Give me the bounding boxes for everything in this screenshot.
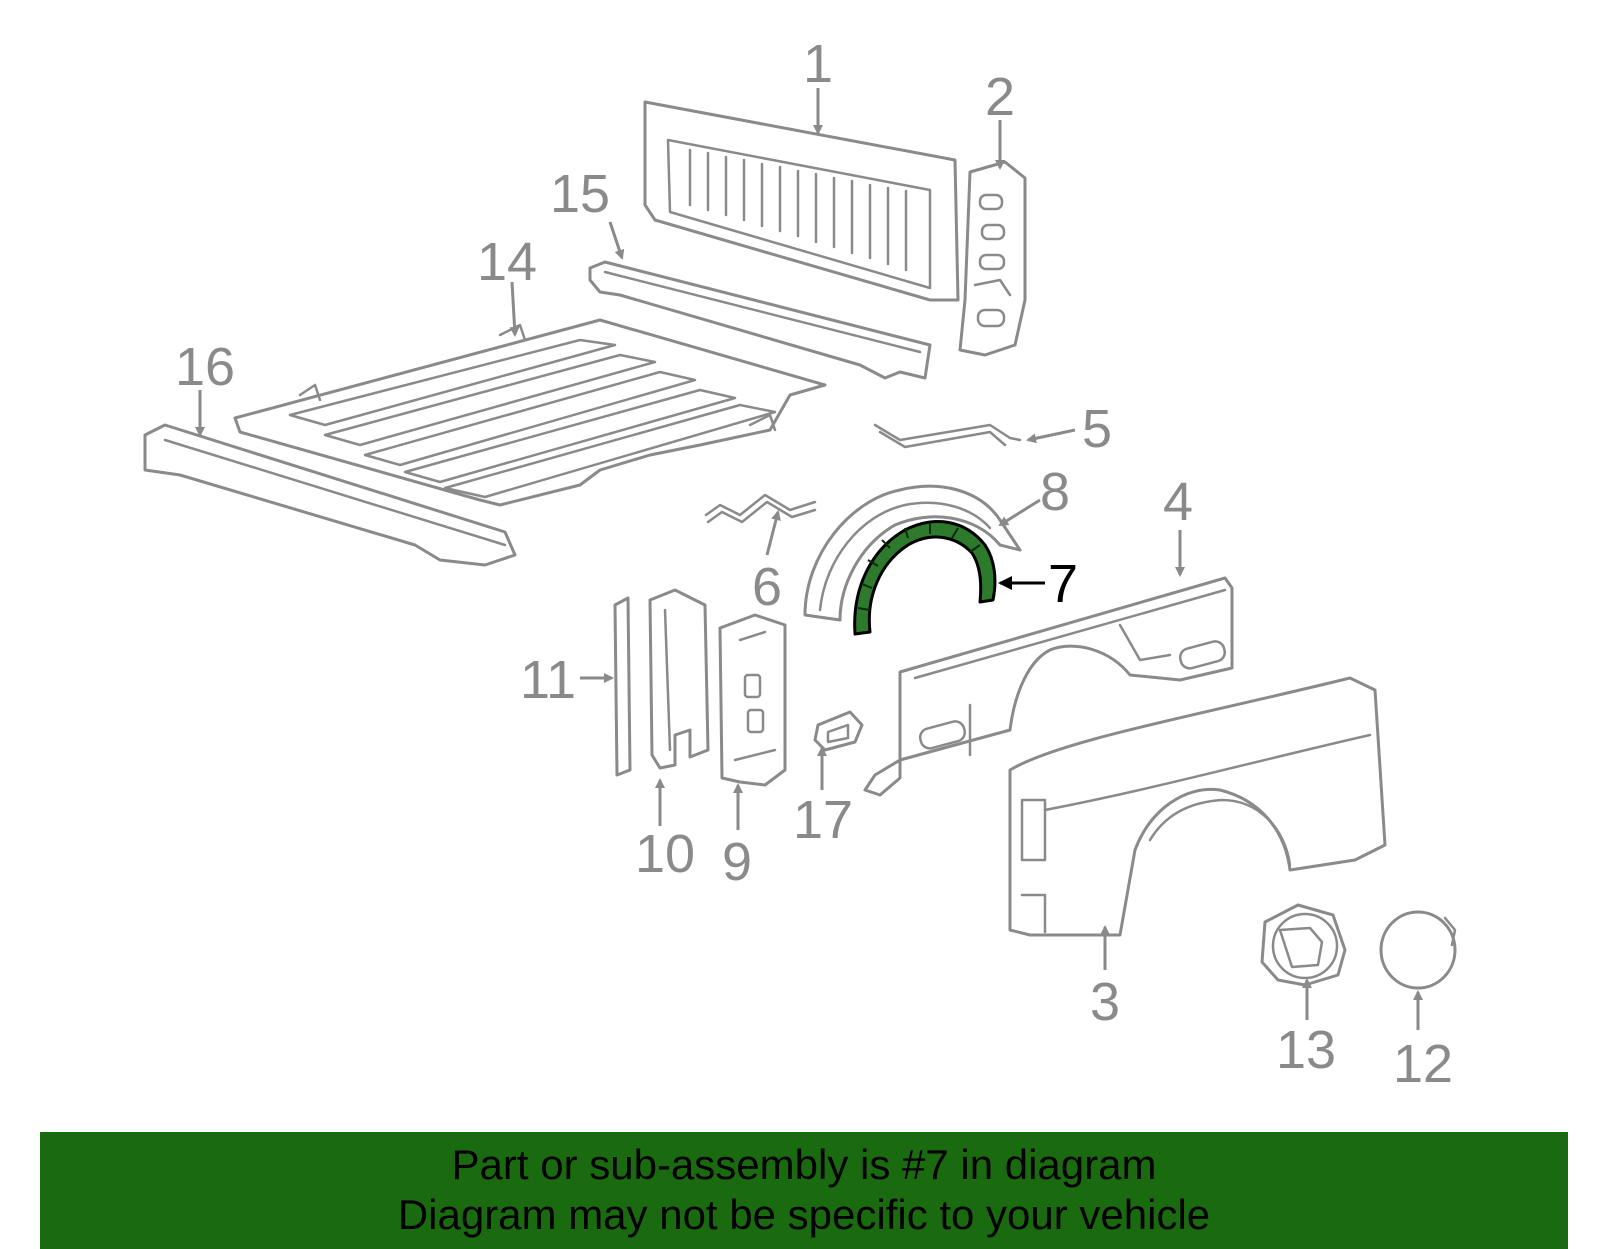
part-fuel-housing xyxy=(1260,903,1347,987)
callout-16: 16 xyxy=(175,337,235,397)
callout-8: 8 xyxy=(1040,462,1070,522)
callout-6: 6 xyxy=(752,557,782,617)
callout-4: 4 xyxy=(1163,472,1193,532)
part-9 xyxy=(718,613,787,787)
callout-15: 15 xyxy=(550,164,610,224)
callout-7: 7 xyxy=(1048,554,1078,614)
part-tailgate xyxy=(643,100,960,302)
info-banner: Part or sub-assembly is #7 in diagram Di… xyxy=(40,1132,1568,1249)
part-7-highlighted xyxy=(853,520,997,636)
callout-13: 13 xyxy=(1276,1020,1336,1080)
banner-line-2: Diagram may not be specific to your vehi… xyxy=(397,1191,1211,1238)
banner-line-1: Part or sub-assembly is #7 in diagram xyxy=(451,1141,1157,1188)
callout-9: 9 xyxy=(722,832,752,892)
part-17 xyxy=(813,710,864,752)
leader-lines xyxy=(195,88,1423,1030)
callout-12: 12 xyxy=(1393,1034,1453,1094)
part-bed-floor xyxy=(233,318,827,507)
callout-11: 11 xyxy=(520,650,576,710)
part-inner-side-panel xyxy=(863,576,1234,797)
callout-1: 1 xyxy=(803,34,833,94)
part-bracket-5 xyxy=(873,423,1022,449)
part-tailgate-pillar xyxy=(958,160,1027,357)
callout-10: 10 xyxy=(635,824,695,884)
part-bracket-6 xyxy=(704,493,817,524)
part-rear-sill xyxy=(143,423,517,567)
callout-17: 17 xyxy=(793,790,853,850)
part-fuel-door xyxy=(1379,910,1457,990)
parts-diagram: 1 2 15 14 16 5 8 4 7 6 11 10 9 17 3 13 1… xyxy=(143,34,1457,1094)
part-front-rail xyxy=(588,260,932,380)
callout-labels: 1 2 15 14 16 5 8 4 7 6 11 10 9 17 3 13 1… xyxy=(175,34,1453,1094)
part-inner-wheelhouse xyxy=(803,484,1022,622)
callout-3: 3 xyxy=(1090,972,1120,1032)
part-outer-box-side xyxy=(1008,676,1387,937)
callout-14: 14 xyxy=(477,232,537,292)
callout-5: 5 xyxy=(1082,399,1112,459)
part-10 xyxy=(648,588,710,770)
callout-2: 2 xyxy=(985,67,1015,127)
part-11 xyxy=(613,596,632,777)
